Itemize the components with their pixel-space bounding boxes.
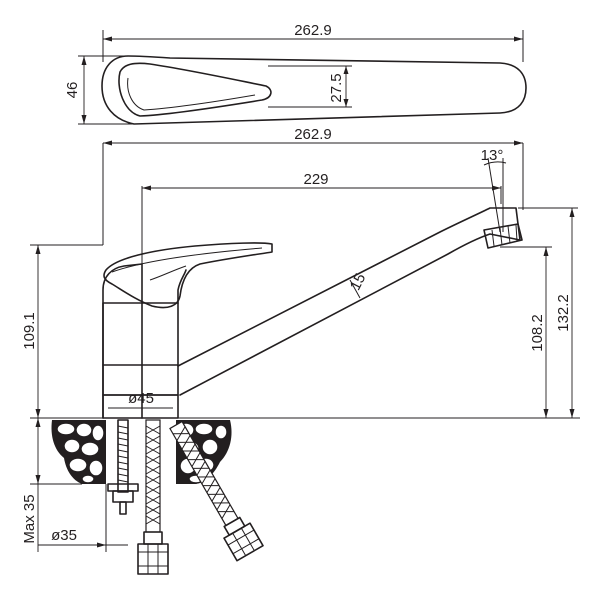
overall-height-label: 132.2 [555,294,572,332]
aerator [483,223,523,249]
body-height-label: 109.1 [21,312,38,350]
spout-angle-label: 13° [481,147,504,164]
spout-height-label: 108.2 [529,314,546,352]
top-length-label: 262.9 [294,22,332,39]
spout-reach-label: 229 [303,171,328,188]
mounting-plate [107,483,139,492]
spout-diameter-label: 15 [347,271,370,294]
overall-length-label: 262.9 [294,126,332,143]
lever-top-outline [118,62,272,117]
countertop-section: Max 35 ø35 [21,418,264,575]
base-ring [102,394,179,419]
hose-right-nut [223,522,264,562]
handle-top-outline [101,55,527,125]
spout [177,207,521,396]
base-diameter-label: ø45 [128,390,154,407]
lever-handle [103,242,273,309]
faucet-body [102,263,143,419]
body-cartridge [102,302,179,366]
mounting-stud [107,419,139,515]
hose-left [137,419,169,575]
handle-height-label: 27.5 [328,73,345,102]
hose-right [169,420,264,562]
side-view: 262.9 229 13° 108.2 132.2 109.1 [21,126,580,419]
hole-diameter-label: ø35 [51,527,77,544]
handle-width-label: 46 [64,82,81,99]
hose-left-nut [137,543,169,575]
top-view: 262.9 46 27.5 [64,22,527,125]
max-thickness-label: Max 35 [21,494,38,543]
